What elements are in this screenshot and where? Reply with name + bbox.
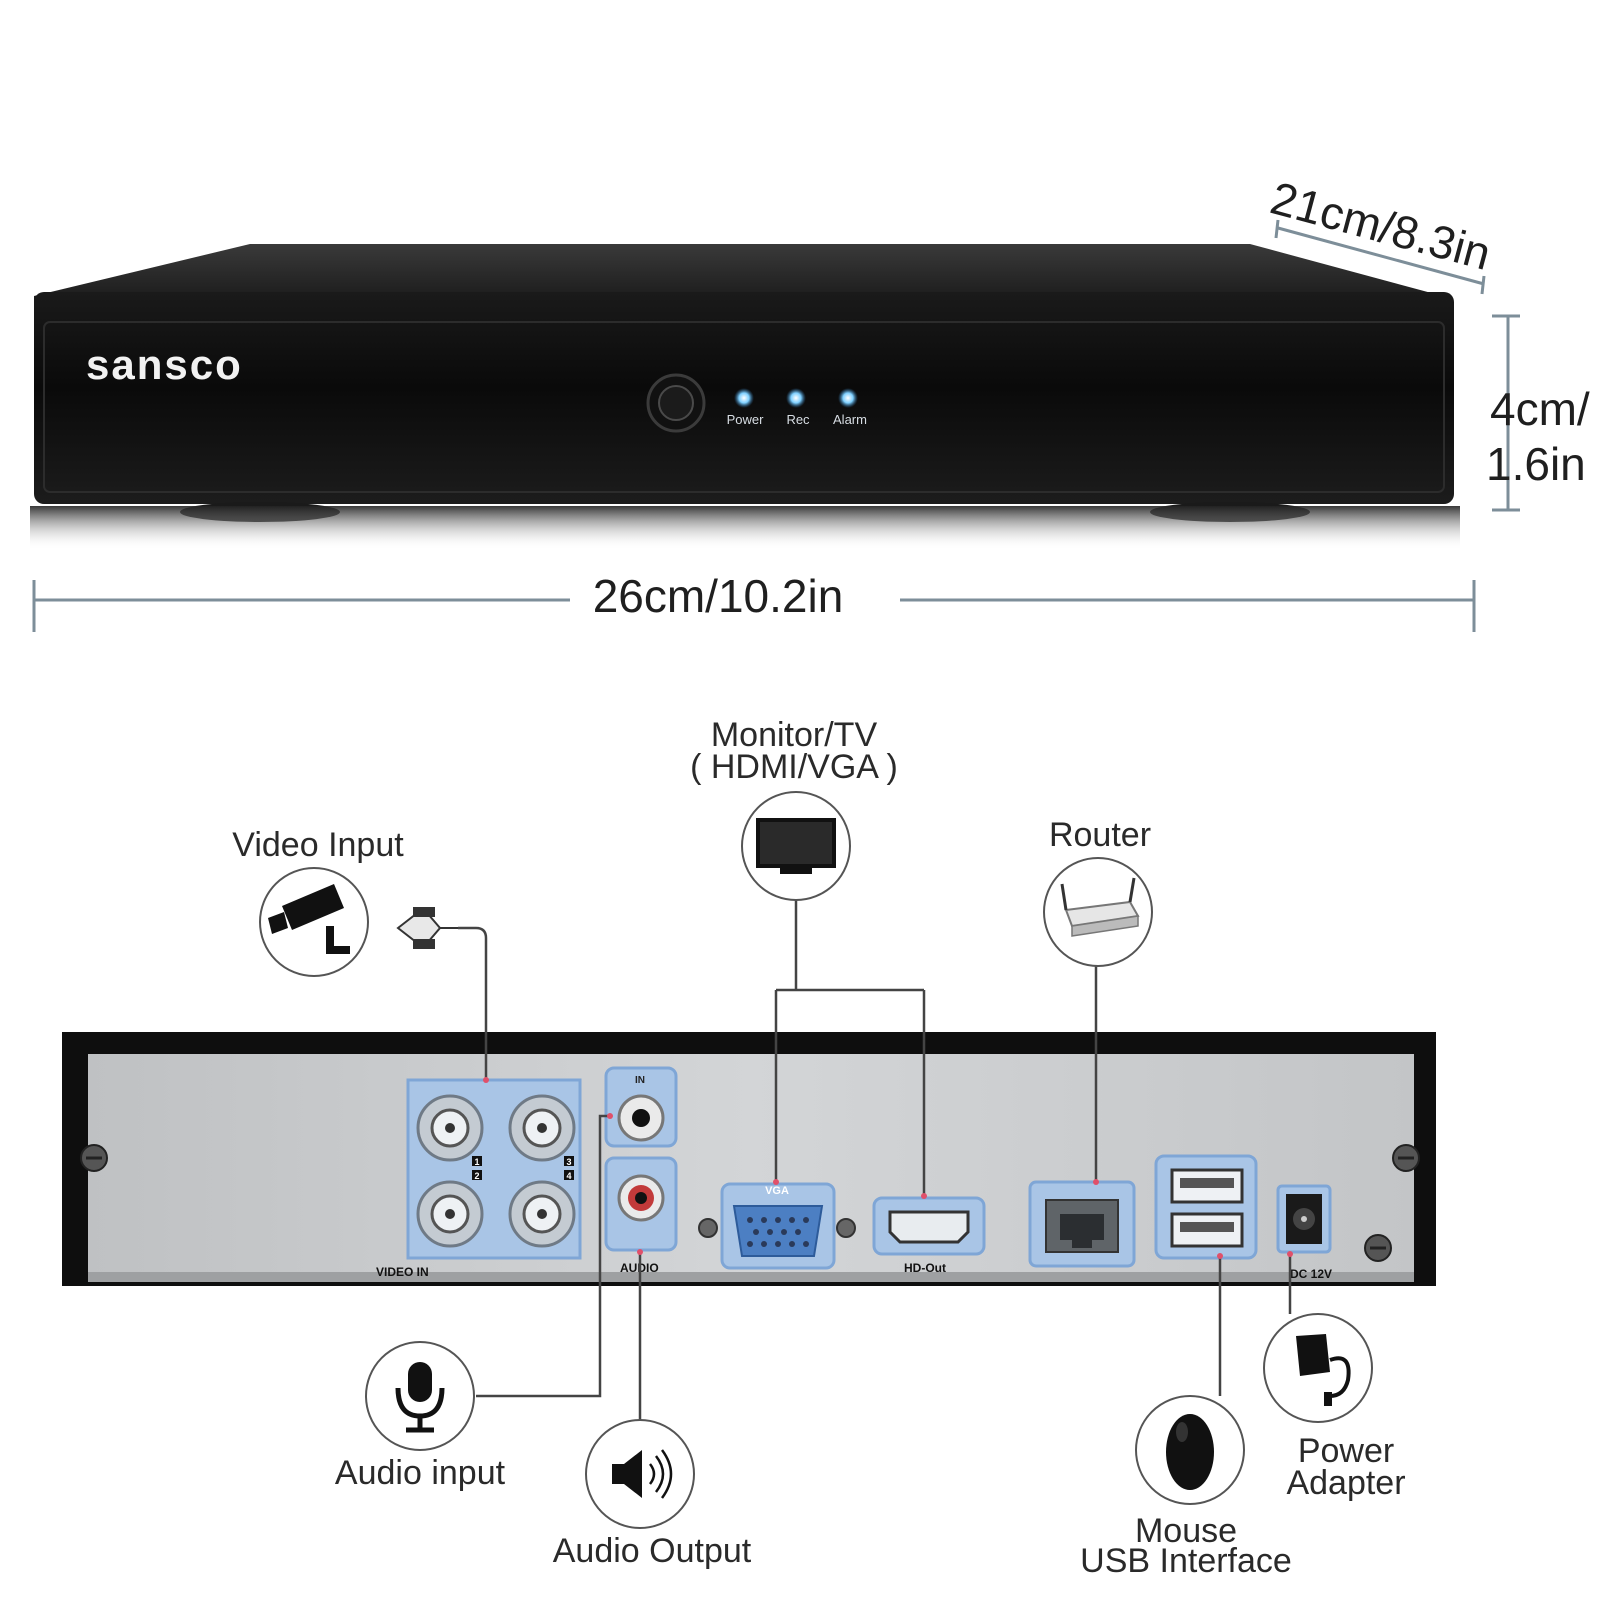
power-adapter-label-line2: Adapter: [1286, 1464, 1405, 1502]
dimension-width: [32, 580, 1476, 632]
bnc-port-3: [508, 1094, 576, 1162]
bnc-port-1: [416, 1094, 484, 1162]
router-icon: [1043, 857, 1153, 967]
router-label: Router: [1049, 816, 1151, 854]
bnc-port-2: [416, 1180, 484, 1248]
hd-out-label: HD-Out: [904, 1261, 946, 1275]
bnc-cable-icon: [396, 907, 458, 949]
vga-label: VGA: [765, 1185, 789, 1197]
brand-logo: sansco: [86, 341, 243, 388]
monitor-label-line2: ( HDMI/VGA ): [690, 748, 898, 786]
alarm-led: [838, 388, 858, 408]
dc-label: DC 12V: [1290, 1267, 1332, 1281]
audio-output-label: Audio Output: [553, 1532, 752, 1570]
speaker-icon: [585, 1419, 695, 1529]
screw-icon: [80, 1144, 108, 1172]
indicator-lights: Power Rec Alarm: [727, 388, 867, 427]
dvr-reflection: [30, 506, 1460, 550]
audio-ports: IN AUDIO: [604, 1066, 678, 1275]
channel-3-label: 3: [566, 1157, 571, 1167]
vga-port: VGA: [698, 1182, 856, 1270]
width-label: 26cm/10.2in: [593, 570, 844, 622]
video-in-ports: 1 2 3 4 VIDEO IN: [376, 1078, 582, 1279]
usb-ports: [1154, 1154, 1258, 1260]
monitor-label-line1: Monitor/TV: [711, 716, 878, 754]
screw-icon: [1364, 1234, 1392, 1262]
video-in-label: VIDEO IN: [376, 1265, 429, 1279]
connection-lines: [398, 898, 1292, 1420]
power-led: [734, 388, 754, 408]
alarm-led-label: Alarm: [833, 412, 867, 427]
ir-receiver-icon: [646, 373, 706, 433]
power-adapter-label-line1: Power: [1298, 1432, 1394, 1470]
dc-power-port: DC 12V: [1276, 1184, 1332, 1281]
audio-in-label: IN: [635, 1075, 645, 1086]
dimension-depth: [1274, 219, 1486, 295]
mouse-label-line1: Mouse: [1135, 1512, 1237, 1550]
microphone-icon: [365, 1341, 475, 1451]
security-camera-icon: [259, 867, 369, 977]
rec-led-label: Rec: [786, 412, 810, 427]
channel-2-label: 2: [474, 1171, 479, 1181]
mouse-icon: [1135, 1395, 1245, 1505]
lan-port: [1028, 1180, 1136, 1268]
dimension-height: [1492, 314, 1520, 512]
video-input-label: Video Input: [232, 826, 404, 864]
mouse-label-line2: USB Interface: [1080, 1542, 1292, 1580]
dvr-front-view: sansco Power Rec Alarm: [30, 244, 1460, 550]
channel-1-label: 1: [474, 1157, 479, 1167]
hdmi-port: HD-Out: [872, 1196, 986, 1275]
monitor-icon: [741, 791, 851, 901]
dvr-rear-panel: 1 2 3 4 VIDEO IN IN AUDIO VGA: [62, 1032, 1436, 1286]
height-label-line2: 1.6in: [1486, 438, 1586, 490]
audio-input-label: Audio input: [335, 1454, 506, 1492]
connection-dots: [483, 1077, 1293, 1259]
rec-led: [786, 388, 806, 408]
height-label-line1: 4cm/: [1490, 383, 1590, 435]
bnc-port-4: [508, 1180, 576, 1248]
power-led-label: Power: [727, 412, 765, 427]
channel-4-label: 4: [566, 1171, 571, 1181]
screw-icon: [1392, 1144, 1420, 1172]
power-adapter-icon: [1263, 1313, 1373, 1423]
